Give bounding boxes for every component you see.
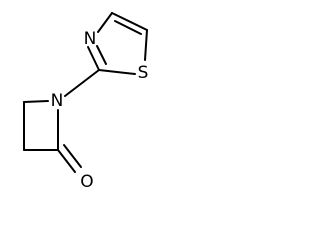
bond-c2-n3-inner: [96, 45, 107, 65]
bond-c-o: [57, 149, 76, 173]
bond-c-o-inner: [63, 144, 82, 168]
thiazole-ring: [87, 12, 148, 75]
bond-c5-s1: [144, 29, 148, 61]
bond-c4-c5: [111, 12, 148, 31]
atom-label-s-thiazole: S: [138, 63, 149, 83]
chemical-structure-diagram: N S N O: [23, 12, 149, 192]
bond-s1-c2: [98, 69, 136, 75]
bond-n3-c4: [97, 12, 113, 33]
azetidinone-ring: [23, 100, 82, 173]
atom-label-n-azetidinone: N: [51, 91, 64, 111]
bond-c2-n3: [87, 46, 100, 71]
bond-n-ch2: [23, 100, 49, 103]
atom-label-o-carbonyl: O: [80, 172, 93, 192]
bond-c2-n-azetidinone: [64, 69, 100, 97]
atom-label-n-thiazole: N: [84, 29, 97, 49]
bond-c4-c5-inner: [114, 20, 142, 35]
